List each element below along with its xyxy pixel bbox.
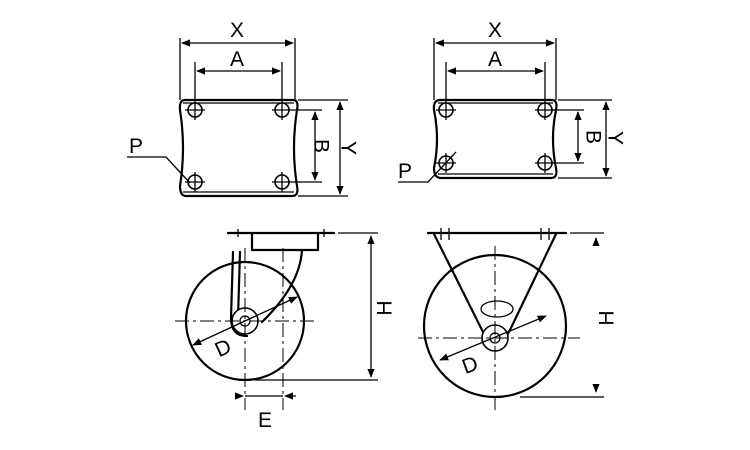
rigid-plate-view: X A B Y P (398, 19, 626, 183)
rigid-height-label: H (596, 310, 619, 325)
swivel-diameter-label: D (211, 335, 234, 362)
rigid-width-label: X (488, 19, 502, 42)
swivel-depth-label: Y (336, 141, 359, 155)
rigid-caster-side-view: H D (418, 228, 619, 412)
swivel-plate-view: X A B Y P (127, 19, 359, 198)
swivel-height-label: H (374, 300, 397, 315)
rigid-depth-label: Y (603, 131, 626, 145)
bolt-holes (436, 100, 555, 173)
swivel-offset-label: E (258, 409, 272, 432)
swivel-hole-span-label: A (230, 48, 244, 71)
swivel-hole-depth-label: B (309, 139, 332, 153)
rigid-hole-span-label: A (488, 48, 502, 71)
swivel-hole-label: P (129, 135, 143, 158)
swivel-width-label: X (230, 19, 244, 42)
rigid-hole-depth-label: B (581, 130, 604, 144)
rigid-diameter-label: D (459, 352, 481, 379)
swivel-caster-side-view: H D E (175, 229, 397, 432)
rigid-hole-label: P (398, 160, 412, 183)
bolt-holes (185, 100, 292, 192)
